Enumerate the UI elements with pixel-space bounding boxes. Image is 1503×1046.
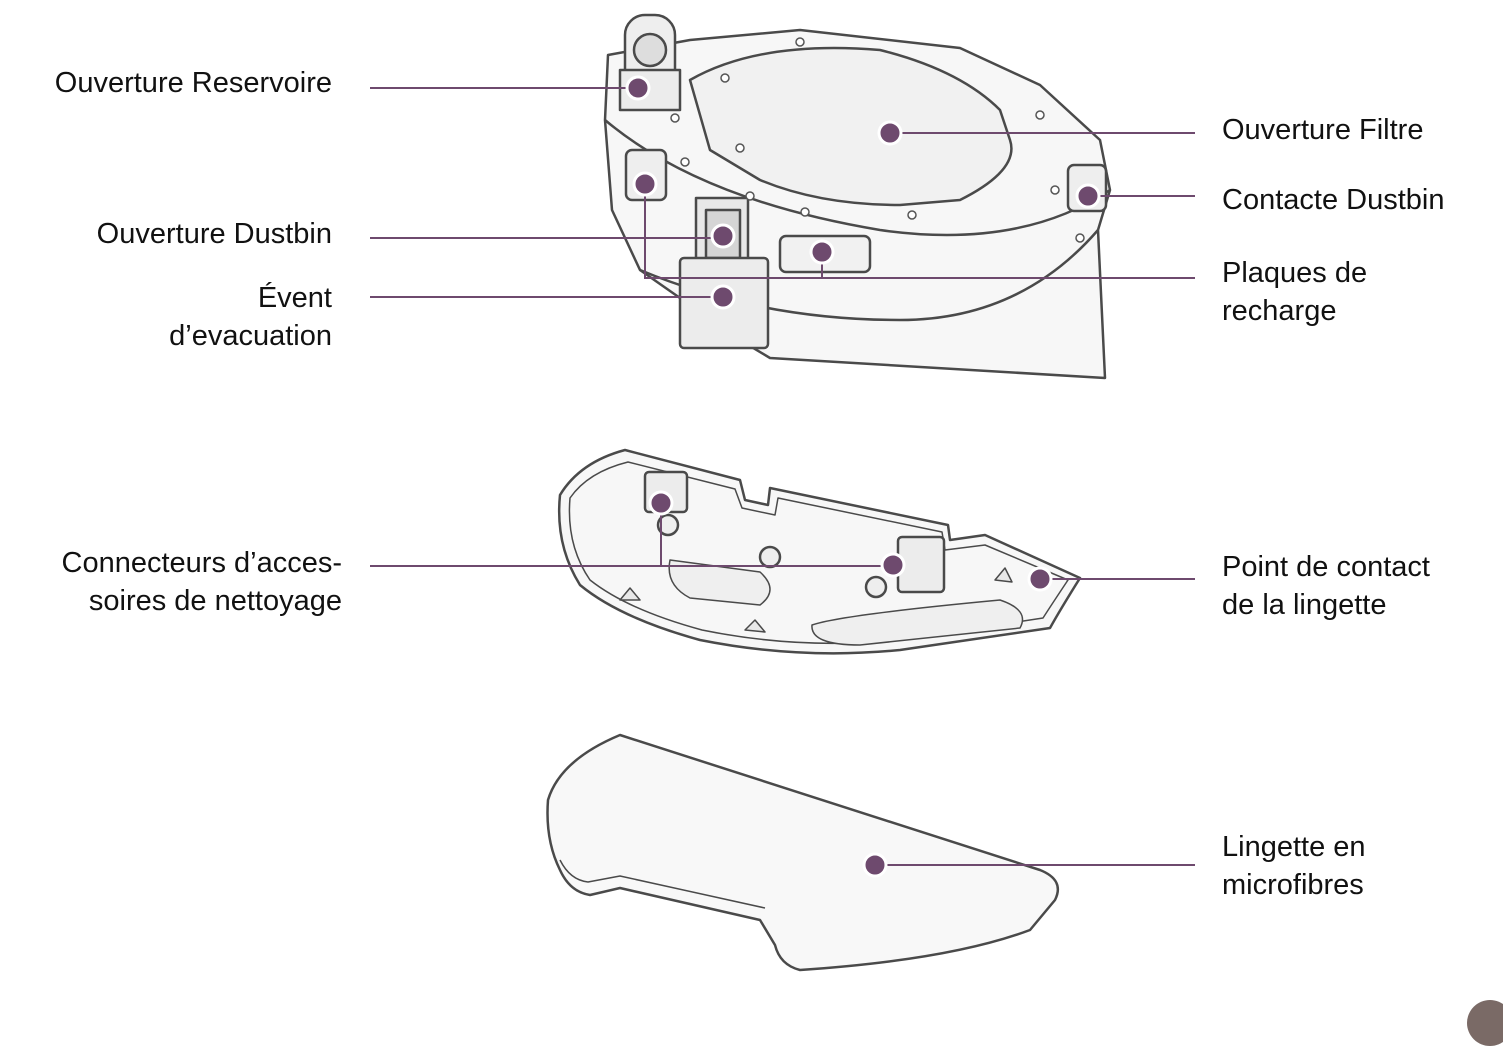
label-microfiber-wipe-line2: microfibres (1222, 866, 1366, 904)
dustbin-illustration (605, 15, 1110, 378)
marker-charging-plate-right (811, 241, 833, 263)
label-dustbin-contact: Contacte Dustbin (1222, 181, 1444, 219)
label-filter-opening-line1: Ouverture Filtre (1222, 111, 1423, 149)
marker-reservoir (627, 77, 649, 99)
label-reservoir-line1: Ouverture Reservoire (20, 64, 332, 102)
label-charging-plates-line1: Plaques de (1222, 254, 1367, 292)
marker-exhaust-vent (712, 286, 734, 308)
label-accessory-connectors-line1: Connecteurs d’acces- (10, 544, 342, 582)
marker-filter-opening (879, 122, 901, 144)
label-dustbin-contact-line1: Contacte Dustbin (1222, 181, 1444, 219)
marker-accessory-connector-right (882, 554, 904, 576)
label-wipe-contact-line2: de la lingette (1222, 586, 1430, 624)
label-dustbin-opening-line1: Ouverture Dustbin (20, 215, 332, 253)
label-charging-plates-line2: recharge (1222, 292, 1367, 330)
label-exhaust-vent-line1: Évent (20, 279, 332, 317)
label-filter-opening: Ouverture Filtre (1222, 111, 1423, 149)
marker-accessory-connector-left (650, 492, 672, 514)
label-wipe-contact-line1: Point de contact (1222, 548, 1430, 586)
marker-dustbin-opening (712, 225, 734, 247)
label-accessory-connectors-line2: soires de nettoyage (10, 582, 342, 620)
label-wipe-contact: Point de contact de la lingette (1222, 548, 1430, 624)
label-charging-plates: Plaques de recharge (1222, 254, 1367, 330)
marker-charging-plate-left (634, 173, 656, 195)
marker-microfiber-wipe (864, 854, 886, 876)
label-dustbin-opening: Ouverture Dustbin (20, 215, 332, 253)
page-corner-marker (1467, 1000, 1503, 1046)
label-microfiber-wipe: Lingette en microfibres (1222, 828, 1366, 904)
label-exhaust-vent: Évent d’evacuation (20, 279, 332, 355)
label-microfiber-wipe-line1: Lingette en (1222, 828, 1366, 866)
label-accessory-connectors: Connecteurs d’acces- soires de nettoyage (10, 544, 342, 620)
mop-plate-illustration (559, 450, 1080, 653)
marker-wipe-contact (1029, 568, 1051, 590)
label-exhaust-vent-line2: d’evacuation (20, 317, 332, 355)
label-reservoir: Ouverture Reservoire (20, 64, 332, 102)
marker-dustbin-contact (1077, 185, 1099, 207)
wipe-illustration (548, 735, 1058, 970)
